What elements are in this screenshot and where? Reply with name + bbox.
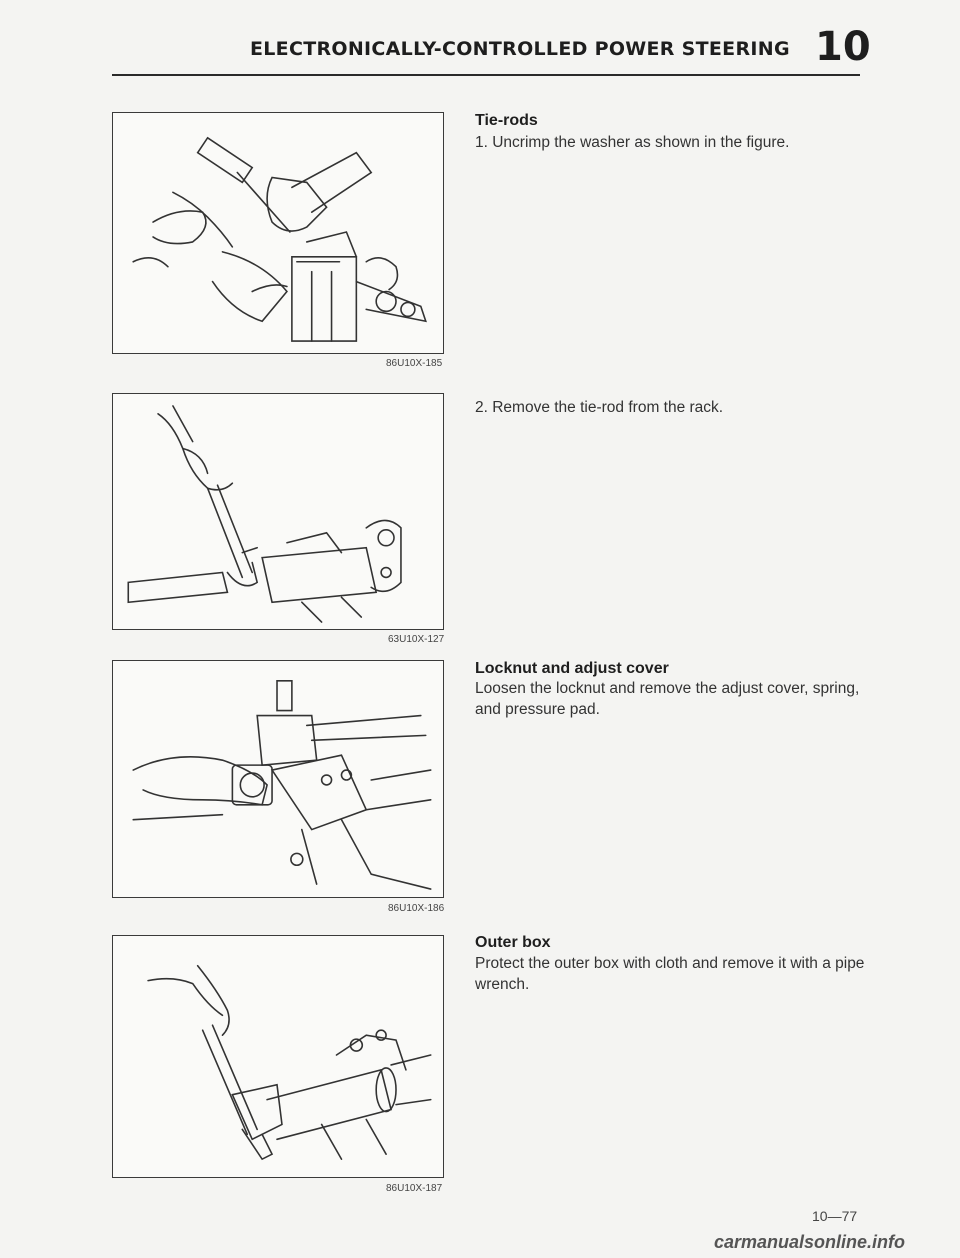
step-uncrimp-washer: 1. Uncrimp the washer as shown in the fi… <box>475 134 790 151</box>
figure-code: 63U10X-127 <box>388 634 445 645</box>
section-heading-tie-rods: Tie-rods <box>475 112 538 129</box>
figure-outer-box <box>112 935 444 1178</box>
figure-code: 86U10X-186 <box>388 903 445 914</box>
step-remove-tie-rod: 2. Remove the tie-rod from the rack. <box>475 399 724 416</box>
header-divider <box>112 74 860 76</box>
outer-box-instructions: Protect the outer box with cloth and rem… <box>475 955 865 993</box>
page-number: 10—77 <box>812 1208 858 1224</box>
chapter-number: 10 <box>815 24 871 70</box>
section-heading-locknut: Locknut and adjust cover <box>475 660 669 677</box>
wrench-on-locknut-illustration <box>132 680 432 890</box>
figure-uncrimp-washer <box>112 112 444 354</box>
hammer-on-washer-illustration <box>132 136 427 342</box>
pipe-wrench-on-outer-box-illustration <box>147 964 432 1161</box>
figure-code: 86U10X-185 <box>386 358 443 369</box>
figure-code: 86U10X-187 <box>386 1183 443 1194</box>
chapter-title: ELECTRONICALLY-CONTROLLED POWER STEERING <box>250 38 790 60</box>
locknut-instructions: Loosen the locknut and remove the adjust… <box>475 680 860 718</box>
watermark: carmanualsonline.info <box>714 1232 906 1252</box>
figure-locknut-adjust-cover <box>112 660 444 898</box>
section-heading-outer-box: Outer box <box>475 934 551 951</box>
figure-remove-tie-rod <box>112 393 444 630</box>
wrench-on-tie-rod-illustration <box>127 405 402 623</box>
